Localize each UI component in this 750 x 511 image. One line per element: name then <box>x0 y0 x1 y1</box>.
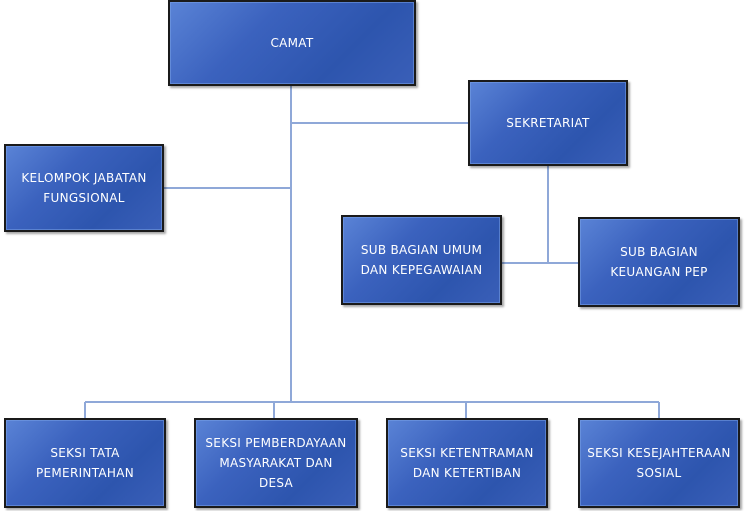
camat-box: CAMAT <box>168 0 416 86</box>
sub-bagian-keuangan-box: SUB BAGIAN KEUANGAN PEP <box>578 217 740 307</box>
seksi-kesejahteraan-box: SEKSI KESEJAHTERAAN SOSIAL <box>578 418 740 508</box>
camat-label: CAMAT <box>270 36 314 50</box>
seksi-tata-box: SEKSI TATA PEMERINTAHAN <box>4 418 166 508</box>
seksi-ketentraman-label: SEKSI KETENTRAMAN DAN KETERTIBAN <box>400 446 534 480</box>
sub-bagian-keuangan-label: SUB BAGIAN KEUANGAN PEP <box>610 245 708 279</box>
sub-bagian-umum-label: SUB BAGIAN UMUM DAN KEPEGAWAIAN <box>360 243 483 277</box>
seksi-tata-label: SEKSI TATA PEMERINTAHAN <box>35 446 135 480</box>
seksi-ketentraman-box: SEKSI KETENTRAMAN DAN KETERTIBAN <box>386 418 548 508</box>
sub-bagian-umum-box: SUB BAGIAN UMUM DAN KEPEGAWAIAN <box>341 215 502 305</box>
sekretariat-label: SEKRETARIAT <box>506 116 590 130</box>
seksi-kesejahteraan-label: SEKSI KESEJAHTERAAN SOSIAL <box>587 446 731 480</box>
seksi-pemberdayaan-box: SEKSI PEMBERDAYAAN MASYARAKAT DAN DESA <box>194 418 358 508</box>
sekretariat-box: SEKRETARIAT <box>468 80 628 166</box>
seksi-pemberdayaan-label: SEKSI PEMBERDAYAAN MASYARAKAT DAN DESA <box>205 436 347 490</box>
kelompok-jabatan-label: KELOMPOK JABATAN FUNGSIONAL <box>21 171 147 205</box>
kelompok-jabatan-box: KELOMPOK JABATAN FUNGSIONAL <box>4 144 164 232</box>
